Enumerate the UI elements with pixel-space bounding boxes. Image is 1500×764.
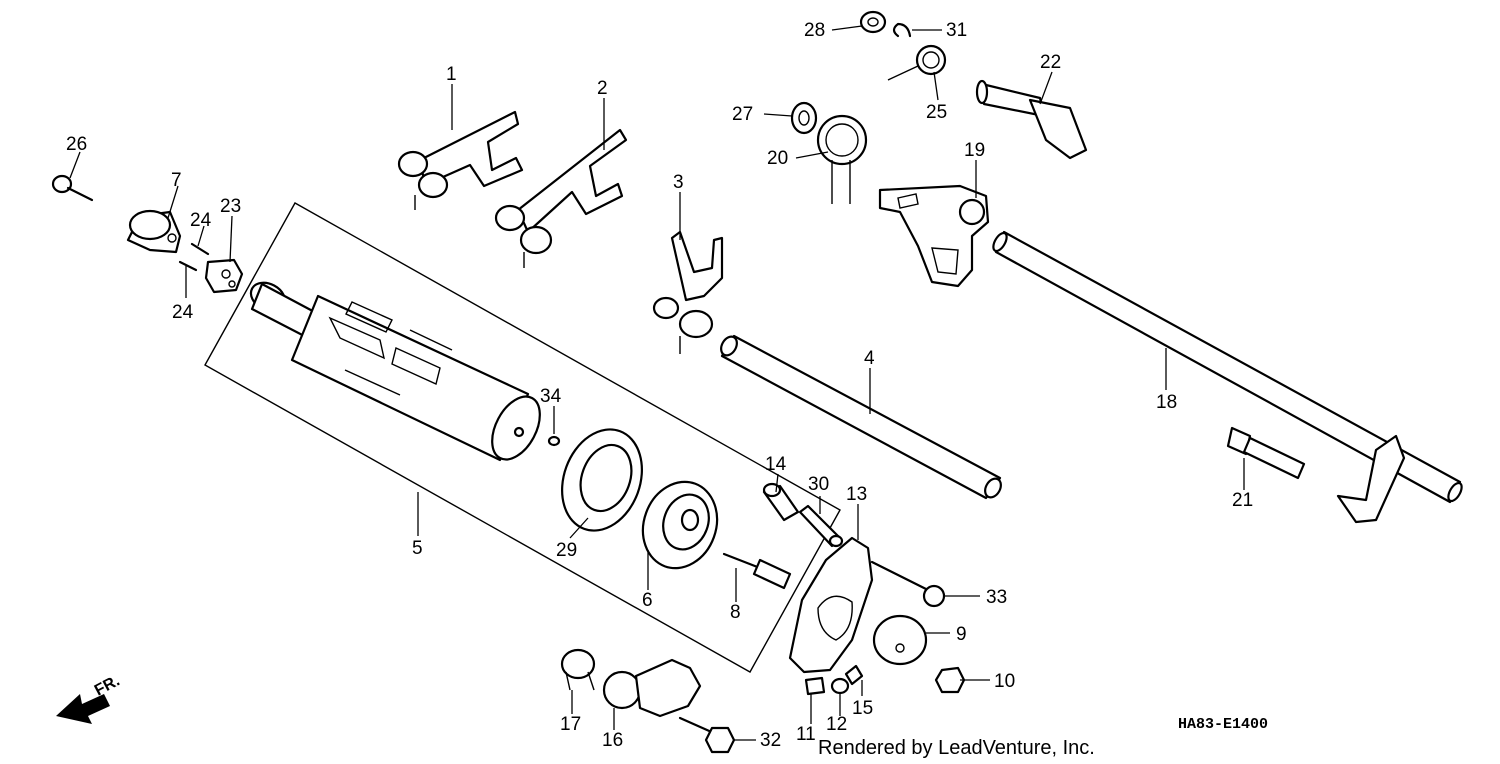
front-indicator: FR. xyxy=(92,672,123,699)
shift-fork-1 xyxy=(397,110,524,210)
return-spring xyxy=(816,114,868,204)
callout-31: 31 xyxy=(946,20,967,41)
callout-2: 2 xyxy=(597,78,608,99)
callout-7: 7 xyxy=(171,170,182,191)
dowel-pin-30 xyxy=(798,504,844,548)
callout-23: 23 xyxy=(220,196,241,217)
pin-11 xyxy=(804,676,826,696)
bearing xyxy=(561,428,643,532)
shift-fork-2 xyxy=(494,128,628,268)
callout-33: 33 xyxy=(986,587,1007,608)
callout-5: 5 xyxy=(412,538,423,559)
bolt-21 xyxy=(1226,426,1306,480)
pin-24-lower xyxy=(178,260,198,272)
shift-fork-3 xyxy=(652,230,724,354)
callout-32: 32 xyxy=(760,730,781,751)
callout-13: 13 xyxy=(846,484,867,505)
callout-27: 27 xyxy=(732,104,753,125)
fork-shaft xyxy=(720,334,1002,500)
pin-plate-23 xyxy=(204,258,244,294)
stopper-plate-13 xyxy=(788,536,874,674)
callout-18: 18 xyxy=(1156,392,1177,413)
credit-text: Rendered by LeadVenture, Inc. xyxy=(818,737,1095,759)
collar-14 xyxy=(762,482,800,522)
bolt-26 xyxy=(51,174,94,202)
gearshift-spindle xyxy=(992,230,1463,524)
callout-17: 17 xyxy=(560,714,581,735)
callout-24-lower: 24 xyxy=(172,302,194,323)
drum-assembly-outline xyxy=(204,202,841,673)
callout-16: 16 xyxy=(602,730,623,751)
front-arrow-icon xyxy=(56,694,110,724)
shift-drum-center xyxy=(641,480,719,570)
callout-29: 29 xyxy=(556,540,577,561)
pin-34 xyxy=(547,435,561,447)
callout-25: 25 xyxy=(926,102,947,123)
shift-drum xyxy=(249,281,541,462)
bolt-8 xyxy=(722,552,792,590)
stopper-arm-16 xyxy=(602,658,702,718)
callout-12: 12 xyxy=(826,714,847,735)
washer-28 xyxy=(859,10,887,34)
callout-20: 20 xyxy=(767,148,788,169)
diagram-code: HA83-E1400 xyxy=(1178,716,1268,733)
spring-15 xyxy=(844,664,864,686)
callout-28: 28 xyxy=(804,20,825,41)
callout-8: 8 xyxy=(730,602,741,623)
callout-19: 19 xyxy=(964,140,985,161)
callout-6: 6 xyxy=(642,590,653,611)
nut-10 xyxy=(934,666,966,694)
callout-9: 9 xyxy=(956,624,967,645)
circlip xyxy=(892,22,912,38)
callout-26: 26 xyxy=(66,134,87,155)
callout-24-upper: 24 xyxy=(190,210,212,231)
roller-12 xyxy=(830,677,850,695)
callout-1: 1 xyxy=(446,64,457,85)
drum-stopper-arm xyxy=(878,184,990,288)
callout-14: 14 xyxy=(765,454,787,475)
leader-lines xyxy=(69,25,1245,741)
callout-10: 10 xyxy=(994,671,1015,692)
callout-4: 4 xyxy=(864,348,875,369)
spring-25 xyxy=(887,44,947,81)
pin-24-upper xyxy=(190,242,210,256)
callout-30: 30 xyxy=(808,474,829,495)
washer-27 xyxy=(790,101,818,135)
spring-17 xyxy=(560,648,596,691)
shift-arm xyxy=(975,79,1088,160)
guide-plate-7 xyxy=(126,209,182,254)
callout-3: 3 xyxy=(673,172,684,193)
callout-22: 22 xyxy=(1040,52,1061,73)
callout-11: 11 xyxy=(796,724,816,745)
callout-34: 34 xyxy=(540,386,562,407)
bolt-33 xyxy=(870,560,946,608)
callout-15: 15 xyxy=(852,698,873,719)
callout-21: 21 xyxy=(1232,490,1253,511)
cam-plate-9 xyxy=(872,614,928,666)
bolt-32 xyxy=(678,716,736,754)
